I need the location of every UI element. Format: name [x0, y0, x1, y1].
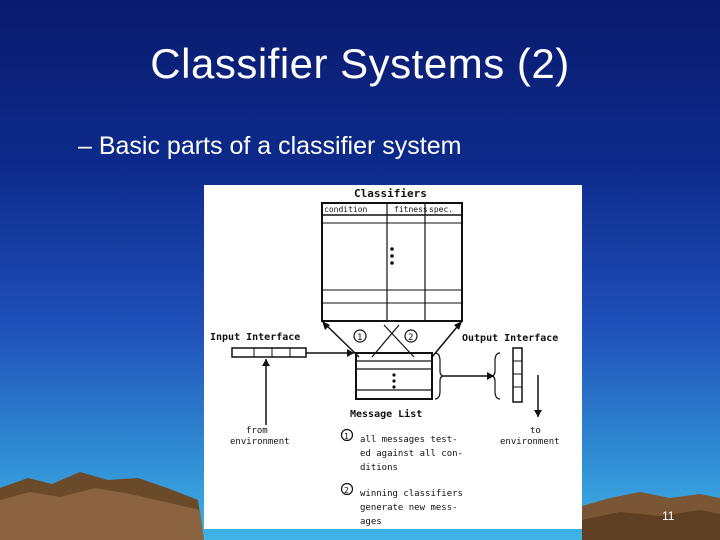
arrowhead: [454, 321, 462, 330]
classifiers-label: Classifiers: [354, 187, 427, 200]
ellipsis-dot: [392, 385, 396, 389]
output-interface-label: Output Interface: [462, 333, 558, 344]
arrowhead: [487, 372, 494, 380]
classifier-system-figure: Classifiers condition fitness spec. 1: [204, 185, 582, 529]
input-interface-label: Input Interface: [210, 332, 300, 343]
legend-marker-1: [340, 428, 354, 442]
slide-title: Classifier Systems (2): [150, 40, 570, 87]
from-label: from: [246, 426, 268, 436]
column-spec: spec.: [429, 205, 453, 214]
output-interface-box: [512, 347, 523, 403]
step-marker-2: [404, 329, 418, 343]
legend-1-line-3: ditions: [360, 463, 398, 473]
legend-2-line-3: ages: [360, 517, 382, 527]
to-label: to: [530, 426, 541, 436]
arrowhead: [534, 410, 542, 417]
arrowhead: [322, 321, 330, 330]
step-marker-2-label: 2: [408, 333, 413, 343]
to-environment-label: environment: [500, 437, 560, 447]
page-number: 11: [662, 509, 675, 523]
legend-marker-1-label: 1: [344, 432, 349, 441]
ellipsis-dot: [390, 247, 394, 251]
classifier-system-diagram: Classifiers condition fitness spec. 1: [210, 187, 560, 527]
output-interface-brace: [490, 352, 501, 400]
arrow-classifiers-to-list: [321, 320, 360, 358]
legend-2-line-2: generate new mess-: [360, 503, 458, 513]
arrow-list-to-classifiers: [383, 324, 415, 358]
input-interface-box: [231, 347, 307, 358]
arrow-list-to-classifiers: [371, 324, 400, 358]
ellipsis-dot: [390, 261, 394, 265]
ellipsis-dot: [392, 379, 396, 383]
bullet-text: – Basic parts of a classifier system: [78, 132, 462, 160]
legend-1-line-1: all messages test-: [360, 435, 458, 445]
message-list-brace: [434, 352, 445, 400]
arrowhead: [347, 349, 354, 357]
legend-marker-2-label: 2: [344, 486, 349, 495]
legend-2-line-1: winning classifiers: [360, 489, 463, 499]
arrowhead: [262, 359, 270, 366]
step-marker-1-label: 1: [357, 333, 362, 343]
column-fitness: fitness: [394, 205, 428, 214]
column-condition: condition: [324, 205, 368, 214]
message-list-label: Message List: [350, 408, 422, 420]
legend-marker-2: [340, 482, 354, 496]
message-list-box: [355, 352, 433, 400]
step-marker-1: [353, 329, 367, 343]
legend-1-line-2: ed against all con-: [360, 449, 463, 459]
ellipsis-dot: [390, 254, 394, 258]
classifiers-box: [321, 202, 463, 322]
environment-label: environment: [230, 437, 290, 447]
ellipsis-dot: [392, 373, 396, 377]
